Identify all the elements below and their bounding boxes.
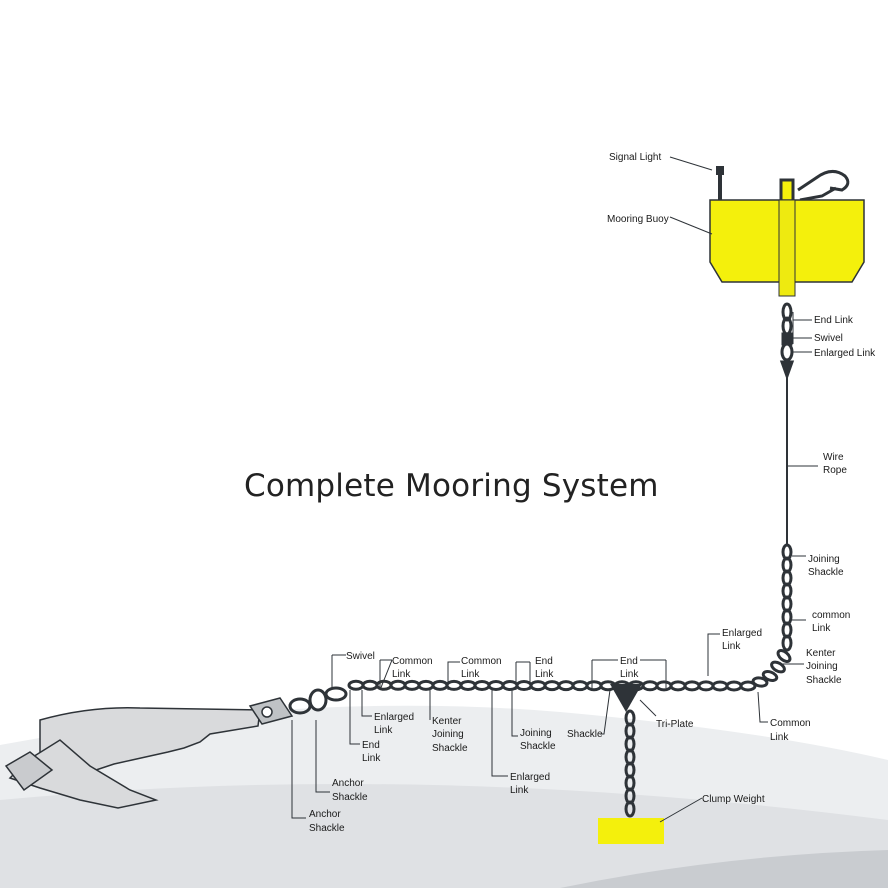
label-enlarged-link-lower-2: Link — [510, 785, 529, 796]
label-end-link-left-1: End — [362, 740, 380, 751]
chain-link — [417, 679, 435, 691]
label-common-link-right-1: Common — [770, 718, 811, 729]
seabed-strip — [560, 850, 888, 888]
chain-link — [473, 679, 491, 691]
buoy-hook-icon — [779, 170, 850, 204]
label-buoy-swivel: Swivel — [814, 333, 843, 344]
label-joining-shackle-upper-2: Shackle — [808, 567, 844, 578]
label-swivel: Swivel — [346, 651, 375, 662]
label-end-link-1-1: End — [535, 656, 553, 667]
label-end-link-1-2: Link — [535, 669, 554, 680]
chain-link — [445, 679, 463, 691]
label-enlarged-link-left-1: Enlarged — [374, 712, 414, 723]
anchor-icon — [4, 697, 294, 809]
label-joining-shackle-upper-1: Joining — [808, 554, 840, 565]
label-buoy-enlarged-link: Enlarged Link — [814, 348, 876, 359]
chain-link — [683, 680, 701, 692]
label-shackle: Shackle — [567, 729, 603, 740]
chain-link — [669, 680, 687, 692]
chain-link — [501, 680, 519, 692]
label-anchor-shackle-1-2: Shackle — [332, 792, 368, 803]
signal-light-icon — [716, 166, 724, 200]
horizontal-chain — [347, 679, 757, 692]
chain-link — [655, 680, 673, 692]
chain-link — [403, 679, 421, 691]
label-tri-plate: Tri-Plate — [656, 719, 694, 730]
chain-link — [529, 680, 547, 692]
chain-link — [487, 679, 505, 691]
chain-link — [781, 634, 793, 652]
chain-link — [571, 680, 589, 692]
label-enlarged-link-upper-1: Enlarged — [722, 628, 762, 639]
label-common-link-2-2: Link — [461, 669, 480, 680]
label-common-link-1-1: Common — [392, 656, 433, 667]
label-end-link-left-2: Link — [362, 753, 381, 764]
label-signal-light: Signal Light — [609, 152, 661, 163]
label-enlarged-link-lower-1: Enlarged — [510, 772, 550, 783]
chain-link — [751, 676, 769, 688]
label-mooring-buoy: Mooring Buoy — [607, 214, 669, 225]
clump-chain — [624, 709, 636, 818]
label-enlarged-link-upper-2: Link — [722, 641, 741, 652]
chain-link — [725, 680, 743, 692]
label-joining-shackle-lower-1: Joining — [520, 728, 552, 739]
chain-link — [543, 680, 561, 692]
chain-link — [739, 680, 757, 692]
label-common-link-upper-1: common — [812, 610, 850, 621]
chain-link — [515, 680, 533, 692]
chain-link — [389, 679, 407, 691]
label-wire-rope-1: Wire — [823, 452, 844, 463]
label-common-link-1-2: Link — [392, 669, 411, 680]
label-anchor-shackle-1-1: Anchor — [332, 778, 364, 789]
label-enlarged-link-left-2: Link — [374, 725, 393, 736]
chain-link — [641, 680, 659, 692]
vertical-chain — [751, 543, 793, 688]
chain-link — [776, 649, 792, 663]
label-common-link-right-2: Link — [770, 732, 789, 743]
label-end-link-2-1: End — [620, 656, 638, 667]
label-wire-rope-2: Rope — [823, 465, 847, 476]
leader-lines — [291, 156, 818, 823]
chain-link — [361, 679, 379, 691]
seabed-shade — [0, 784, 888, 888]
buoy-tube — [778, 199, 796, 297]
diagram-title: Complete Mooring System — [244, 468, 659, 504]
label-kenter-left-1: Kenter — [432, 716, 462, 727]
label-anchor-shackle-2-1: Anchor — [309, 809, 341, 820]
chain-link — [585, 680, 603, 692]
label-common-link-2-1: Common — [461, 656, 502, 667]
chain-link — [557, 680, 575, 692]
chain-link — [624, 800, 636, 818]
label-common-link-upper-2: Link — [812, 623, 831, 634]
label-anchor-shackle-2-2: Shackle — [309, 823, 345, 834]
clump-weight — [598, 818, 664, 844]
buoy-chain — [779, 302, 795, 381]
label-joining-shackle-lower-2: Shackle — [520, 741, 556, 752]
labels: Signal Light Mooring Buoy End Link Swive… — [309, 152, 876, 834]
chain-link — [761, 670, 779, 682]
chain-link — [697, 680, 715, 692]
chain-link — [711, 680, 729, 692]
tri-plate — [610, 684, 642, 712]
label-buoy-end-link: End Link — [814, 315, 854, 326]
chain-link — [347, 679, 365, 691]
chain-link — [431, 679, 449, 691]
label-clump-weight: Clump Weight — [702, 794, 765, 805]
label-kenter-right-1: Kenter — [806, 648, 836, 659]
chain-link — [375, 679, 393, 691]
chain-link — [459, 679, 477, 691]
label-kenter-right-2: Joining — [806, 661, 838, 672]
anchor-shackle-icon — [288, 686, 348, 715]
label-kenter-right-3: Shackle — [806, 675, 842, 686]
label-end-link-2-2: Link — [620, 669, 639, 680]
label-kenter-left-2: Joining — [432, 729, 464, 740]
label-kenter-left-3: Shackle — [432, 743, 468, 754]
